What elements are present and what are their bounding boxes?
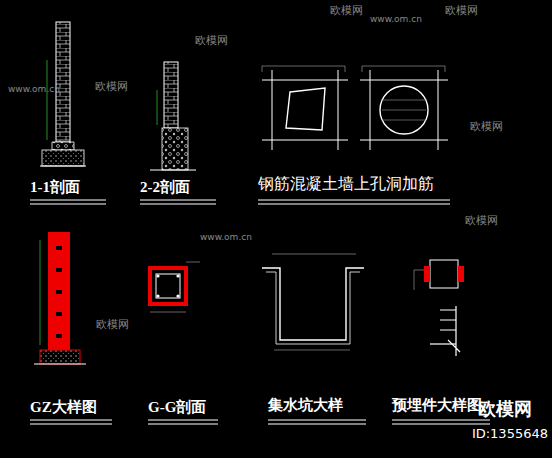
watermark: 欧模网 xyxy=(195,34,228,47)
watermark: 欧模网 xyxy=(470,120,503,133)
watermark-logo: 欧模网 xyxy=(478,398,532,420)
watermark: www.om.cn xyxy=(8,84,60,95)
view-title: 预埋件大样图 xyxy=(392,396,482,414)
view-title: G-G剖面 xyxy=(148,398,206,416)
watermark: www.om.cn xyxy=(200,232,252,243)
watermark: 欧模网 xyxy=(96,318,129,331)
watermark-id: ID:1355648 xyxy=(472,426,548,442)
watermark: 欧模网 xyxy=(330,4,363,17)
view-title: 钢筋混凝土墙上孔洞加筋 xyxy=(258,174,434,193)
watermark: 欧模网 xyxy=(95,80,128,93)
view-title: 2-2剖面 xyxy=(140,178,190,196)
view-title: 1-1剖面 xyxy=(30,178,80,196)
watermark: www.om.cn xyxy=(370,14,422,25)
watermark: 欧模网 xyxy=(445,4,478,17)
view-title: GZ大样图 xyxy=(30,398,97,416)
watermark: 欧模网 xyxy=(465,214,498,227)
view-title: 集水坑大样 xyxy=(268,396,343,414)
